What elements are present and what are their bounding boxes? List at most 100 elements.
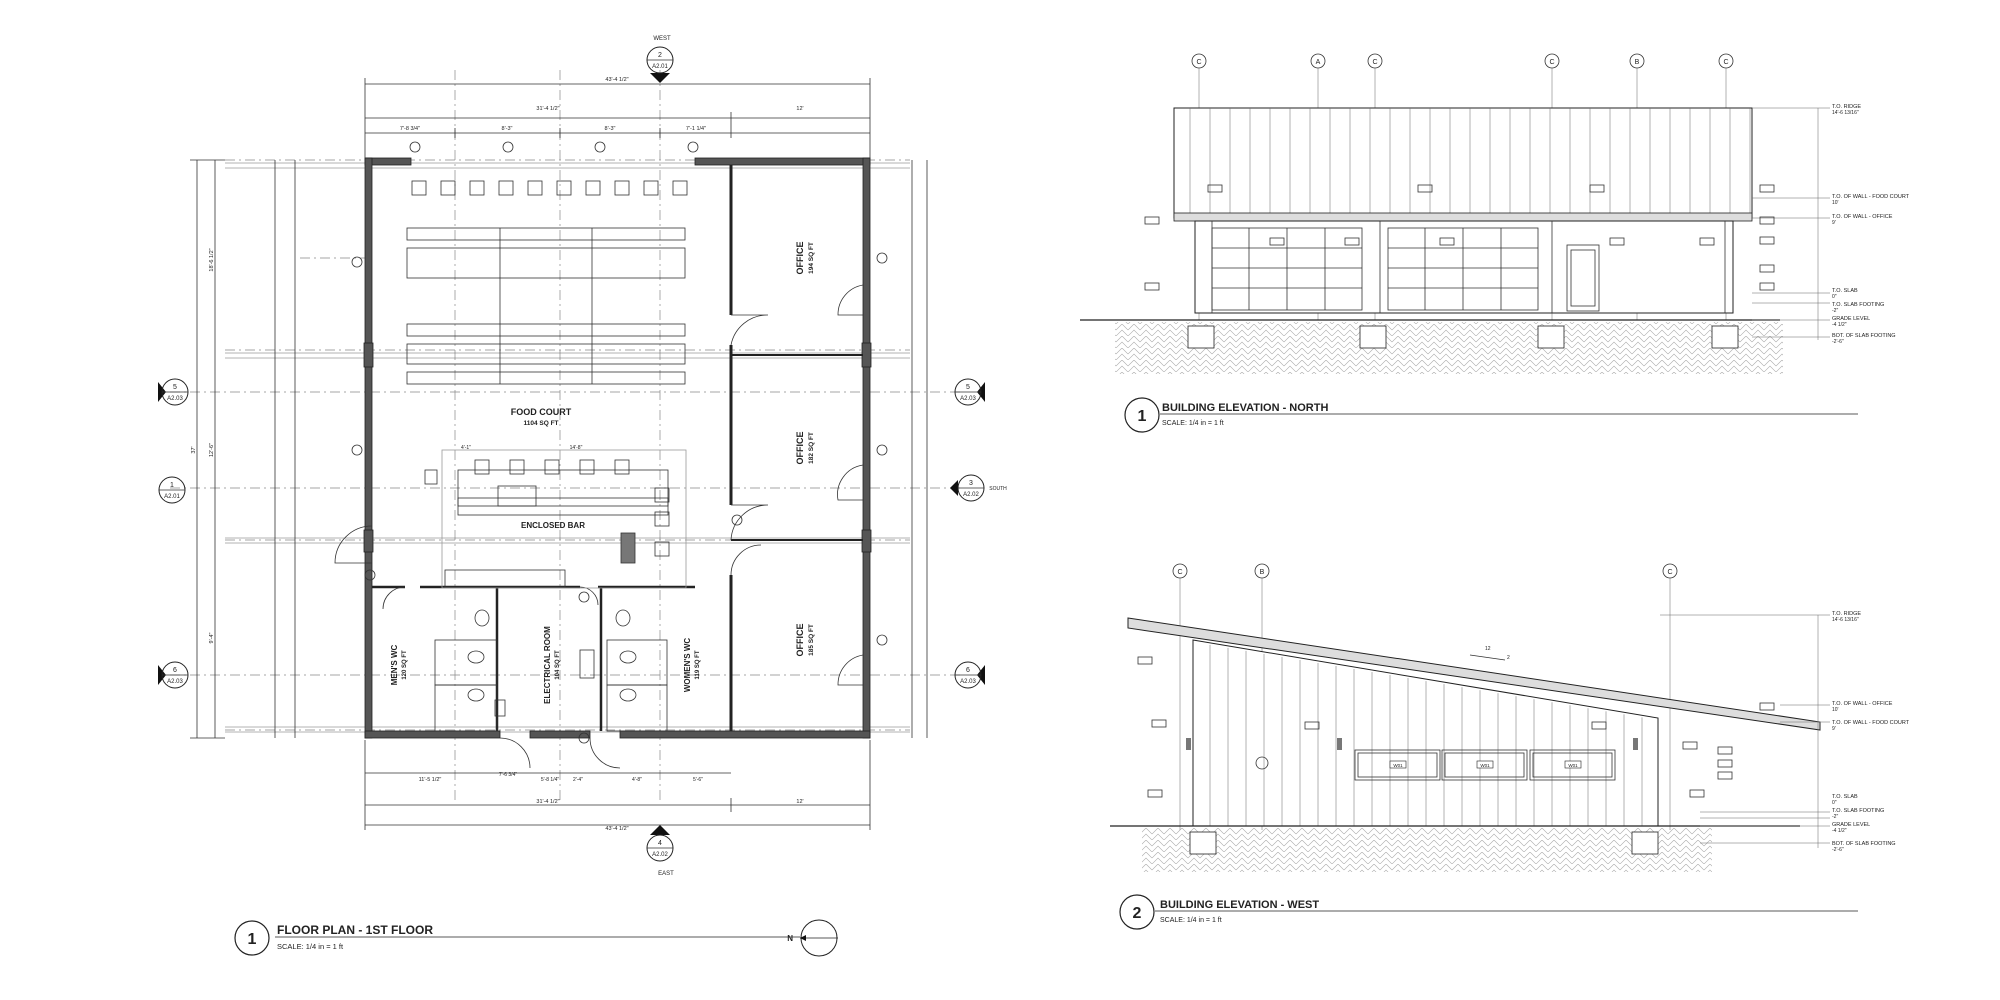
south-label: SOUTH [989,486,1007,492]
elevation-west-number: 2 [1133,905,1142,922]
west-level-slab: T.O. SLAB [1832,794,1858,800]
north-level-slab-value: 0" [1832,294,1837,300]
north-level-grade-value: -4 1/2" [1832,322,1847,328]
section-tag-left-upper: 5 A2.03 [158,378,189,406]
elevation-north-number: 1 [1138,408,1147,425]
svg-text:C: C [1177,569,1182,576]
grid-bubbles-west: C B C [1172,563,1678,579]
section-tag-right-lower: 6 A2.03 [954,661,985,689]
dim-top-main: 31'-4 1/2" [536,106,559,112]
room-food-court: FOOD COURT [511,407,572,417]
room-office-2-area: 182 SQ FT [808,432,815,464]
elevation-west: C B C W01 W01 W01 12 [1110,563,1910,930]
dim-bottom-4: 2'-4" [573,777,583,783]
dim-left-2: 12'-6" [209,443,215,457]
dim-bar-2: 14'-8" [570,445,583,451]
dim-bottom-6: 5'-6" [693,777,703,783]
dim-bottom-main: 31'-4 1/2" [536,799,559,805]
floor-plan-scale: SCALE: 1/4 in = 1 ft [277,942,344,951]
west-level-food-court-value: 9' [1832,726,1836,732]
svg-text:2: 2 [658,52,662,59]
svg-text:6: 6 [173,667,177,674]
west-level-ridge-value: 14'-6 13/16" [1832,617,1859,623]
room-womens-wc: WOMEN'S WC [683,638,692,693]
west-level-food-court: T.O. OF WALL - FOOD COURT [1832,720,1910,726]
window-tag-1: W01 [1393,763,1403,768]
dim-bottom-5: 4'-8" [632,777,642,783]
room-electrical: ELECTRICAL ROOM [543,626,552,704]
north-level-bot-footing: BOT. OF SLAB FOOTING [1832,333,1896,339]
svg-text:A2.03: A2.03 [167,396,183,402]
svg-text:1: 1 [170,482,174,489]
west-level-bot-footing-value: -2'-6" [1832,847,1844,853]
dim-overall-top: 43'-4 1/2" [605,77,628,83]
room-office-3-area: 185 SQ FT [808,624,815,656]
svg-text:C: C [1549,59,1554,66]
svg-text:2: 2 [1507,655,1510,661]
dim-bottom-2: 7'-6 3/4" [499,772,518,778]
dim-top-bay-1: 7'-8 3/4" [400,126,420,132]
svg-text:A2.02: A2.02 [652,852,668,858]
room-mens-wc: MEN'S WC [390,645,399,686]
room-womens-wc-area: 119 SQ FT [695,650,701,679]
elevation-north-title: BUILDING ELEVATION - NORTH [1162,402,1328,414]
svg-text:3: 3 [969,480,973,487]
north-level-slab-footing-value: -2" [1832,308,1838,314]
floor-plan: 2 A2.01 WEST 4 A2.02 EAST 5 A2.03 5 A2.0… [158,36,1007,957]
section-tag-left-middle: 1 A2.01 [158,476,186,504]
svg-text:A2.03: A2.03 [960,396,976,402]
dim-bottom-3: 5'-8 1/4" [541,777,560,783]
room-mens-wc-area: 120 SQ FT [402,650,408,680]
svg-text:5: 5 [173,384,177,391]
west-level-slab-footing: T.O. SLAB FOOTING [1832,808,1884,814]
room-office-1: OFFICE [795,242,805,275]
room-food-court-area: 1104 SQ FT [523,420,558,427]
elevation-west-title-block: 2 BUILDING ELEVATION - WEST SCALE: 1/4 i… [1119,894,1858,930]
dim-left-3: 9'-4" [209,632,215,643]
north-level-bot-footing-value: -2'-6" [1832,339,1844,345]
floor-plan-number: 1 [248,931,257,948]
west-level-slab-footing-value: -2" [1832,814,1838,820]
floor-plan-title-block: 1 FLOOR PLAN - 1ST FLOOR SCALE: 1/4 in =… [234,920,800,956]
room-office-1-area: 194 SQ FT [808,242,815,274]
north-level-slab-footing: T.O. SLAB FOOTING [1832,302,1884,308]
elevation-west-title: BUILDING ELEVATION - WEST [1160,899,1319,911]
svg-text:4: 4 [658,840,662,847]
elevation-north-scale: SCALE: 1/4 in = 1 ft [1162,420,1224,427]
window-tag-2: W01 [1480,763,1490,768]
elevation-west-scale: SCALE: 1/4 in = 1 ft [1160,917,1222,924]
north-level-slab: T.O. SLAB [1832,288,1858,294]
dim-bar-1: 4'-1" [461,445,471,451]
dim-left-1: 18'-6 1/2" [209,248,215,271]
north-level-grade: GRADE LEVEL [1832,316,1870,322]
window-tag-3: W01 [1568,763,1578,768]
west-level-slab-value: 0" [1832,800,1837,806]
north-level-ridge: T.O. RIDGE [1832,104,1861,110]
north-level-office-value: 9' [1832,220,1836,226]
svg-text:12: 12 [1485,646,1491,652]
north-level-ridge-value: 14'-6 13/16" [1832,110,1859,116]
elevation-north-title-block: 1 BUILDING ELEVATION - NORTH SCALE: 1/4 … [1124,397,1858,433]
west-level-office-value: 10' [1832,707,1839,713]
dim-overall-bottom: 43'-4 1/2" [605,826,628,832]
section-tag-west: 2 A2.01 WEST [646,36,674,83]
svg-text:C: C [1723,59,1728,66]
svg-text:C: C [1196,59,1201,66]
north-level-food-court-value: 10' [1832,200,1839,206]
room-office-2: OFFICE [795,432,805,465]
room-enclosed-bar: ENCLOSED BAR [521,521,585,530]
svg-text:C: C [1667,569,1672,576]
grid-bubbles-north: C A C C B C [1191,53,1734,69]
section-tag-right-middle: 3 A2.02 SOUTH [950,474,1007,502]
west-level-grade: GRADE LEVEL [1832,822,1870,828]
north-arrow-icon: N [787,919,838,957]
section-tag-right-upper: 5 A2.03 [954,378,985,406]
west-level-bot-footing: BOT. OF SLAB FOOTING [1832,841,1896,847]
north-label: N [787,934,793,943]
east-label: EAST [658,871,674,877]
north-level-office: T.O. OF WALL - OFFICE [1832,214,1893,220]
svg-text:B: B [1260,569,1265,576]
dim-bottom-1: 11'-5 1/2" [419,777,442,783]
dim-left-overall: 37' [191,446,197,453]
